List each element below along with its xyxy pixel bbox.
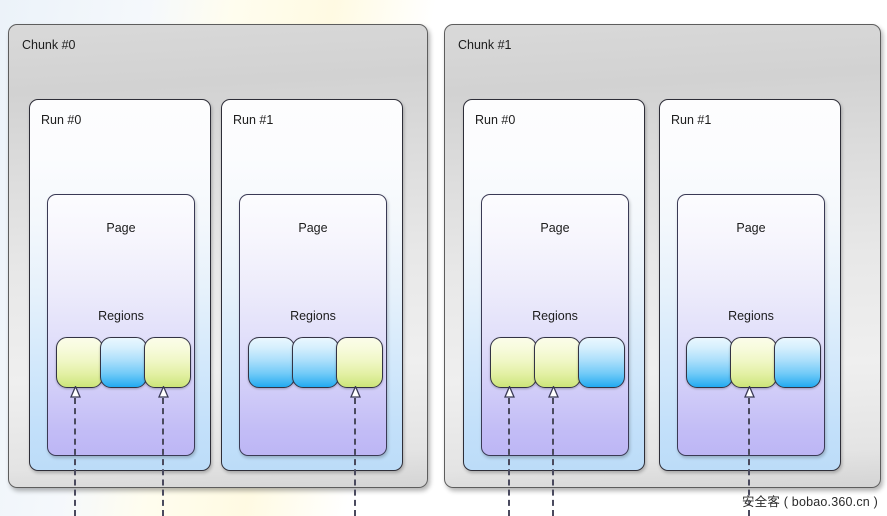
region-blue-0-0-1[interactable] [100, 337, 147, 388]
connector-arrowhead-1-1-1 [744, 386, 755, 398]
connector-arrowhead-0-0-2 [158, 386, 169, 398]
chunk-label-1: Chunk #1 [458, 38, 512, 52]
page-title-0-0: Page [106, 221, 136, 235]
run-label-1-1: Run #1 [671, 113, 712, 127]
region-blue-1-0-2[interactable] [578, 337, 625, 388]
page-title-0-1: Page [298, 221, 328, 235]
watermark-label: 安全客 ( bobao.360.cn ) [741, 495, 878, 509]
regions-title-0-1: Regions [290, 309, 336, 323]
region-green-0-0-2[interactable] [144, 337, 191, 388]
page-title-1-0: Page [540, 221, 570, 235]
run-label-1-0: Run #0 [475, 113, 516, 127]
connector-arrowhead-1-0-1 [548, 386, 559, 398]
regions-title-0-0: Regions [98, 309, 144, 323]
connector-line-1-0-0 [508, 398, 510, 516]
region-green-1-0-0[interactable] [490, 337, 537, 388]
region-blue-0-1-0[interactable] [248, 337, 295, 388]
connector-line-1-0-1 [552, 398, 554, 516]
region-green-1-0-1[interactable] [534, 337, 581, 388]
connector-line-0-0-0 [74, 398, 76, 516]
regions-title-1-1: Regions [728, 309, 774, 323]
connector-arrowhead-0-0-0 [70, 386, 81, 398]
connector-line-0-1-2 [354, 398, 356, 516]
connector-line-0-0-2 [162, 398, 164, 516]
run-label-0-1: Run #1 [233, 113, 274, 127]
page-title-1-1: Page [736, 221, 766, 235]
region-blue-0-1-1[interactable] [292, 337, 339, 388]
region-green-0-1-2[interactable] [336, 337, 383, 388]
region-green-0-0-0[interactable] [56, 337, 103, 388]
region-blue-1-1-2[interactable] [774, 337, 821, 388]
run-label-0-0: Run #0 [41, 113, 82, 127]
region-blue-1-1-0[interactable] [686, 337, 733, 388]
regions-title-1-0: Regions [532, 309, 578, 323]
chunk-label-0: Chunk #0 [22, 38, 76, 52]
region-green-1-1-1[interactable] [730, 337, 777, 388]
connector-arrowhead-1-0-0 [504, 386, 515, 398]
connector-arrowhead-0-1-2 [350, 386, 361, 398]
